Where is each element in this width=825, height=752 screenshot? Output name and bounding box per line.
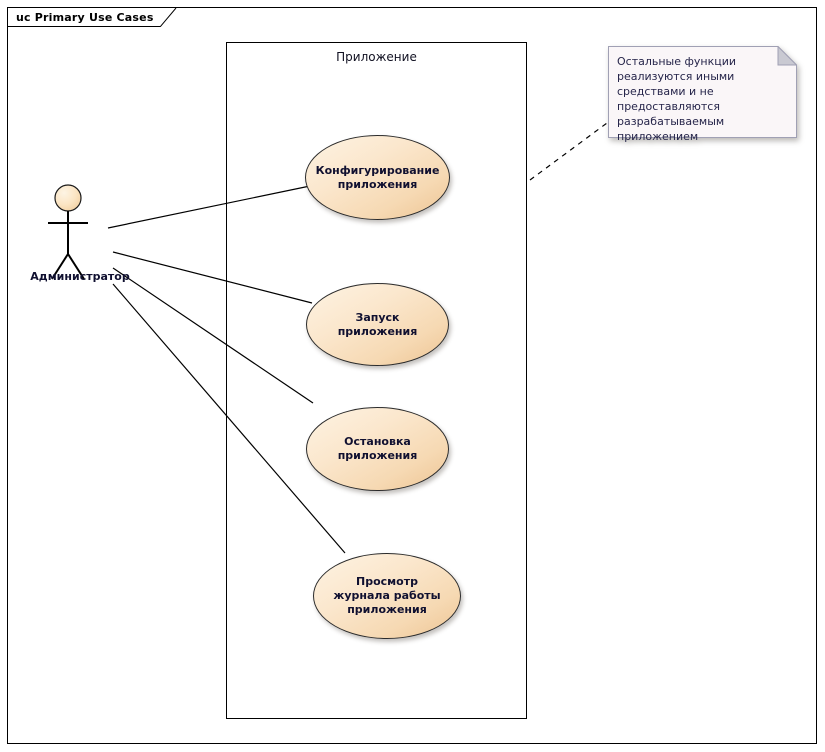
use-case-start-application[interactable]: Запуск приложения bbox=[306, 283, 449, 366]
note-text: Остальные функции реализуются иными сред… bbox=[617, 55, 737, 143]
use-case-configure-application[interactable]: Конфигурирование приложения bbox=[305, 135, 450, 220]
stick-figure-actor-icon bbox=[48, 184, 88, 280]
system-boundary-label: Приложение bbox=[336, 50, 417, 64]
note-shape-icon bbox=[608, 46, 797, 138]
diagram-frame bbox=[7, 7, 817, 744]
use-case-label: Остановка приложения bbox=[337, 435, 418, 462]
use-case-view-application-log[interactable]: Просмотр журнала работы приложения bbox=[313, 553, 461, 639]
note-box[interactable]: Остальные функции реализуются иными сред… bbox=[608, 46, 797, 143]
use-case-label: Конфигурирование приложения bbox=[315, 163, 440, 191]
use-case-label: Запуск приложения bbox=[337, 310, 418, 338]
title-tab-body: uc Primary Use Cases bbox=[8, 8, 160, 27]
use-case-label: Просмотр журнала работы приложения bbox=[333, 575, 441, 616]
diagram-title-label: uc Primary Use Cases bbox=[16, 10, 154, 24]
title-tab-slant-icon bbox=[159, 8, 176, 27]
use-case-stop-application[interactable]: Остановка приложения bbox=[306, 407, 449, 491]
diagram-title-tab[interactable]: uc Primary Use Cases bbox=[8, 8, 177, 27]
actor-administrator[interactable] bbox=[45, 182, 115, 282]
actor-label: Администратор bbox=[30, 270, 130, 283]
